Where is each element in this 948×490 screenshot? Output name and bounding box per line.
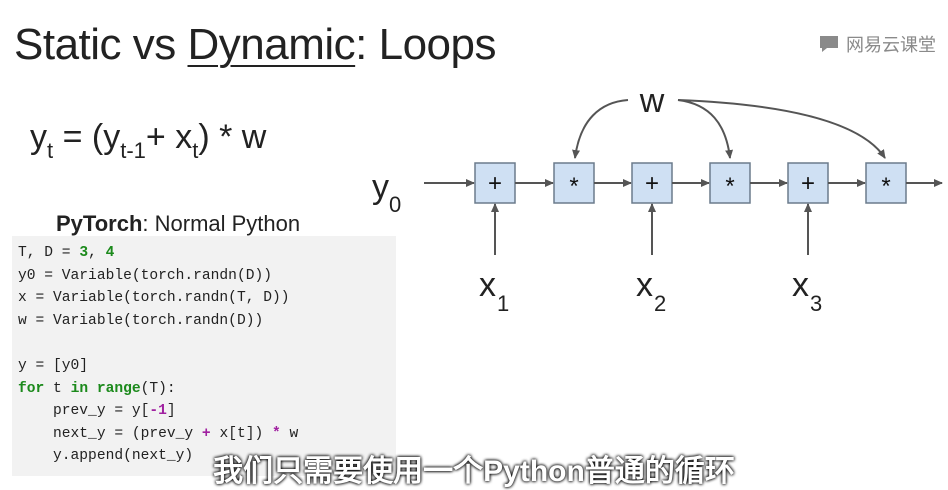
formula-sub-t2: t <box>192 138 199 163</box>
input-label: x <box>479 266 496 304</box>
code-heading-bold: PyTorch <box>56 211 143 236</box>
op-chain: + * + * + * <box>424 162 943 204</box>
recurrence-formula: yt = (yt-1+ xt) * w <box>30 118 267 163</box>
code-line: w = Variable(torch.randn(D)) <box>18 312 264 329</box>
video-subtitle: 我们只需要使用一个Python普通的循环 <box>213 455 735 488</box>
input-label: x <box>792 266 809 304</box>
title-suffix: : Loops <box>355 20 496 69</box>
w-arrow-2 <box>677 99 734 159</box>
code-line: x = Variable(torch.randn(T, D)) <box>18 290 290 307</box>
watermark: 网易云课堂 <box>818 31 936 57</box>
op-node <box>474 162 516 204</box>
watermark-logo-icon <box>820 36 838 52</box>
input-sub: 3 <box>810 291 822 316</box>
y0-sub: 0 <box>389 192 401 217</box>
op-label: * <box>725 173 734 200</box>
op-label: * <box>569 173 578 200</box>
code-line: y0 = Variable(torch.randn(D)) <box>18 267 272 284</box>
slide-title: Static vs Dynamic: Loops <box>14 20 496 70</box>
formula-plus-x: + x <box>145 118 193 156</box>
code-heading-rest: : Normal Python <box>142 211 301 236</box>
code-lines: T, D = 3, 4 y0 = Variable(torch.randn(D)… <box>18 245 298 464</box>
input-sub: 1 <box>497 291 509 316</box>
formula-y-prev: y <box>103 118 121 156</box>
w-arrow-3 <box>677 99 886 159</box>
formula-tail: ) * w <box>198 118 267 156</box>
op-label: * <box>881 173 890 200</box>
title-prefix: Static vs <box>14 20 188 69</box>
code-pre: T, D = 3, 4 y0 = Variable(torch.randn(D)… <box>12 236 396 468</box>
input-sub: 2 <box>654 291 666 316</box>
op-node <box>553 162 595 204</box>
title-underlined: Dynamic <box>187 20 356 69</box>
formula-sub-t: t <box>47 138 54 163</box>
op-node <box>787 162 829 204</box>
op-label: + <box>645 170 659 197</box>
code-line: for t in range(T): <box>18 380 176 397</box>
op-node <box>631 162 673 204</box>
input-label: x <box>636 266 653 304</box>
formula-sub-tm1: t-1 <box>120 138 146 163</box>
code-line: y.append(next_y) <box>18 448 194 465</box>
code-line: T, D = 3, 4 <box>18 245 115 261</box>
code-line: y = [y0] <box>18 357 89 374</box>
formula-y: y <box>30 118 47 156</box>
op-label: + <box>801 170 815 197</box>
y0-label: y <box>372 168 389 206</box>
code-line: prev_y = y[-1] <box>18 403 176 420</box>
code-heading: PyTorch: Normal Python <box>56 211 300 237</box>
watermark-text: 网易云课堂 <box>846 35 936 55</box>
op-node <box>865 162 907 204</box>
w-arrow-1 <box>572 99 629 159</box>
op-label: + <box>488 170 502 197</box>
w-label: w <box>639 82 665 120</box>
code-line: next_y = (prev_y + x[t]) * w <box>18 425 299 442</box>
formula-eq: = ( <box>53 118 104 156</box>
code-block: T, D = 3, 4 y0 = Variable(torch.randn(D)… <box>12 236 396 476</box>
